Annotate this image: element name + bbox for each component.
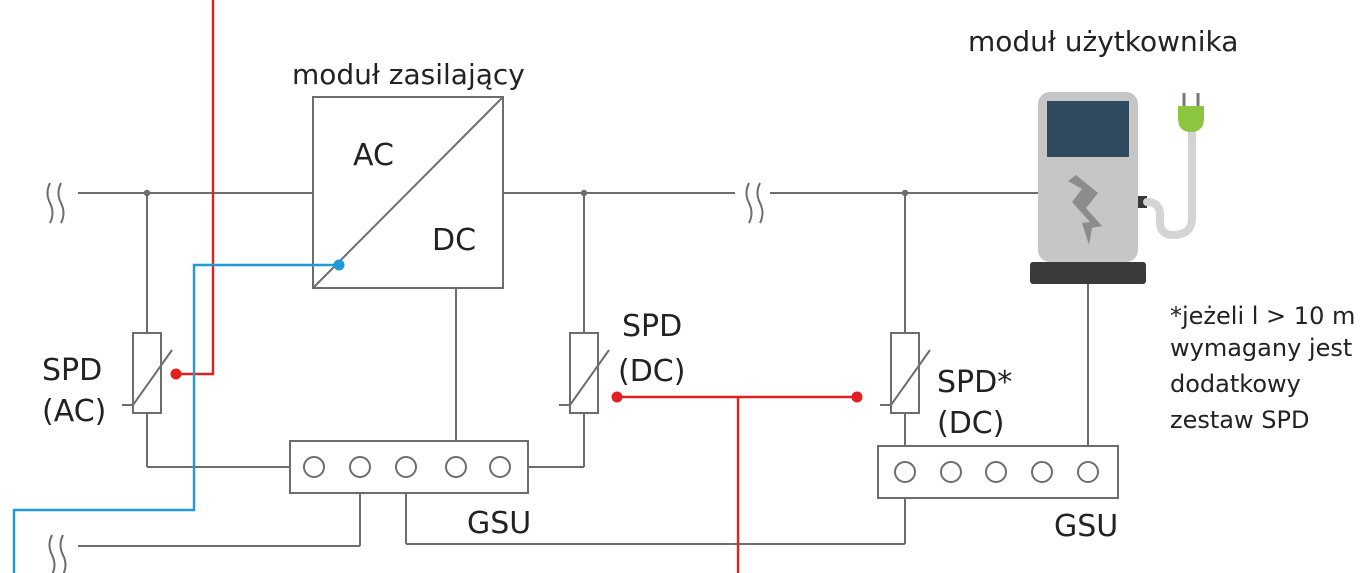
gsu-left-bar (289, 440, 529, 494)
spd-star-label-line1: SPD* (937, 365, 1012, 400)
power-module-box (312, 96, 504, 289)
line-break-icon (745, 182, 764, 224)
gsu-left-label: GSU (467, 506, 531, 541)
line-break-icon (46, 182, 65, 224)
lightning-conductor (170, 0, 863, 573)
ev-charger-icon (1030, 92, 1196, 284)
gsu-right-label: GSU (1054, 509, 1118, 544)
main-wiring (78, 192, 1089, 547)
junction-dots (143, 189, 909, 197)
note-line-1: *jeżeli l > 10 m (1170, 302, 1355, 330)
lightning-icon (1068, 175, 1102, 245)
dc-label: DC (432, 223, 476, 258)
spd-star-label-line2: (DC) (937, 406, 1004, 441)
ac-label: AC (353, 138, 394, 173)
user-module-title: moduł użytkownika (968, 25, 1238, 58)
spd-dc-label-line2: (DC) (618, 354, 685, 389)
spd-dc-label-line1: SPD (622, 309, 682, 344)
note-line-2: wymagany jest (1170, 334, 1352, 362)
spd-ac-label-line1: SPD (42, 353, 102, 388)
note-line-3: dodatkowy (1170, 370, 1301, 398)
equipotential-conductor (12, 259, 345, 573)
spd-ac-label-line2: (AC) (42, 394, 106, 429)
note-line-4: zestaw SPD (1170, 406, 1309, 434)
line-break-icon (48, 534, 67, 573)
plug-icon (1178, 93, 1204, 132)
spd-ac-varistor (122, 332, 173, 414)
footnote: *jeżeli l > 10 m wymagany jest dodatkowy… (1170, 302, 1355, 434)
spd-star-dc-varistor (880, 332, 931, 414)
spd-dc-varistor (559, 332, 610, 414)
power-module-title: moduł zasilający (292, 58, 525, 91)
gsu-right-bar (877, 445, 1119, 499)
